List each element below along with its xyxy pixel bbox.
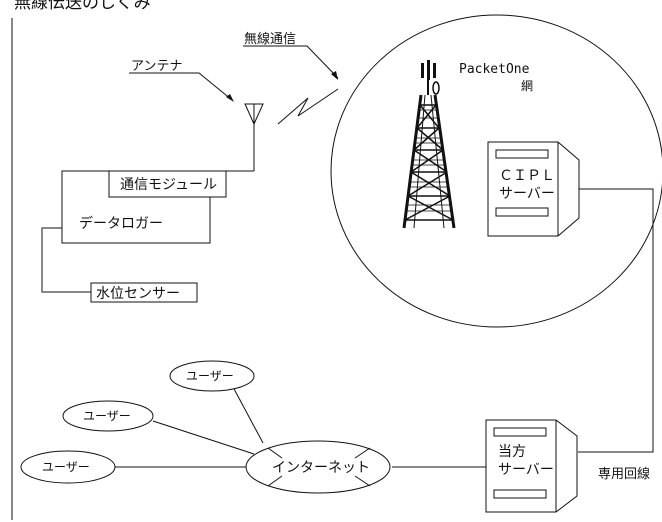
our-server-line2: サーバー: [498, 462, 554, 478]
our-server-line1: 当方: [498, 444, 526, 460]
header-text: 無線伝送のしくみ: [14, 0, 151, 13]
cipl-server-line1: ＣＩＰＬ: [499, 168, 555, 184]
comm-module-label: 通信モジュール: [120, 177, 217, 193]
user-left-ellipse: [20, 450, 116, 484]
dedicated-line-label: 専用回線: [598, 466, 650, 482]
water-sensor-label: 水位センサー: [96, 286, 180, 302]
internet-cross-lines: [267, 447, 371, 487]
water-sensor-box: [90, 282, 198, 303]
wireless-leader-arrow: [331, 71, 338, 80]
internet-ellipse: [245, 440, 391, 494]
user-top-link: [232, 386, 264, 444]
user-top-label: ユーザー: [186, 369, 234, 383]
radio-wave-icon: [277, 88, 339, 125]
wireless-label: 無線通信: [244, 31, 296, 47]
wireless-leader-line: [243, 45, 339, 79]
cipl-server-line2: サーバー: [499, 186, 555, 202]
network-suffix-label: 網: [521, 79, 533, 93]
user-mid-ellipse: [62, 400, 154, 432]
radio-tower-icon: [402, 60, 456, 229]
antenna-leader-arrow: [226, 94, 234, 102]
internet-label: インターネット: [272, 460, 370, 476]
cipl-server-box: [487, 141, 580, 237]
user-left-label: ユーザー: [42, 460, 90, 474]
antenna-icon: [226, 103, 264, 172]
comm-module-box: [108, 170, 227, 198]
packetone-network-ellipse: [330, 14, 662, 328]
user-mid-link: [152, 420, 255, 455]
our-server-box: [485, 419, 578, 513]
antenna-label: アンテナ: [131, 59, 182, 74]
user-mid-label: ユーザー: [83, 409, 131, 423]
dedicated-line-connection: [578, 188, 654, 453]
antenna-leader-line: [129, 72, 233, 101]
data-logger-label: データロガー: [79, 215, 163, 232]
sensor-cable: [41, 227, 91, 293]
user-top-ellipse: [169, 360, 255, 392]
network-name-label: PacketOne: [459, 62, 530, 77]
